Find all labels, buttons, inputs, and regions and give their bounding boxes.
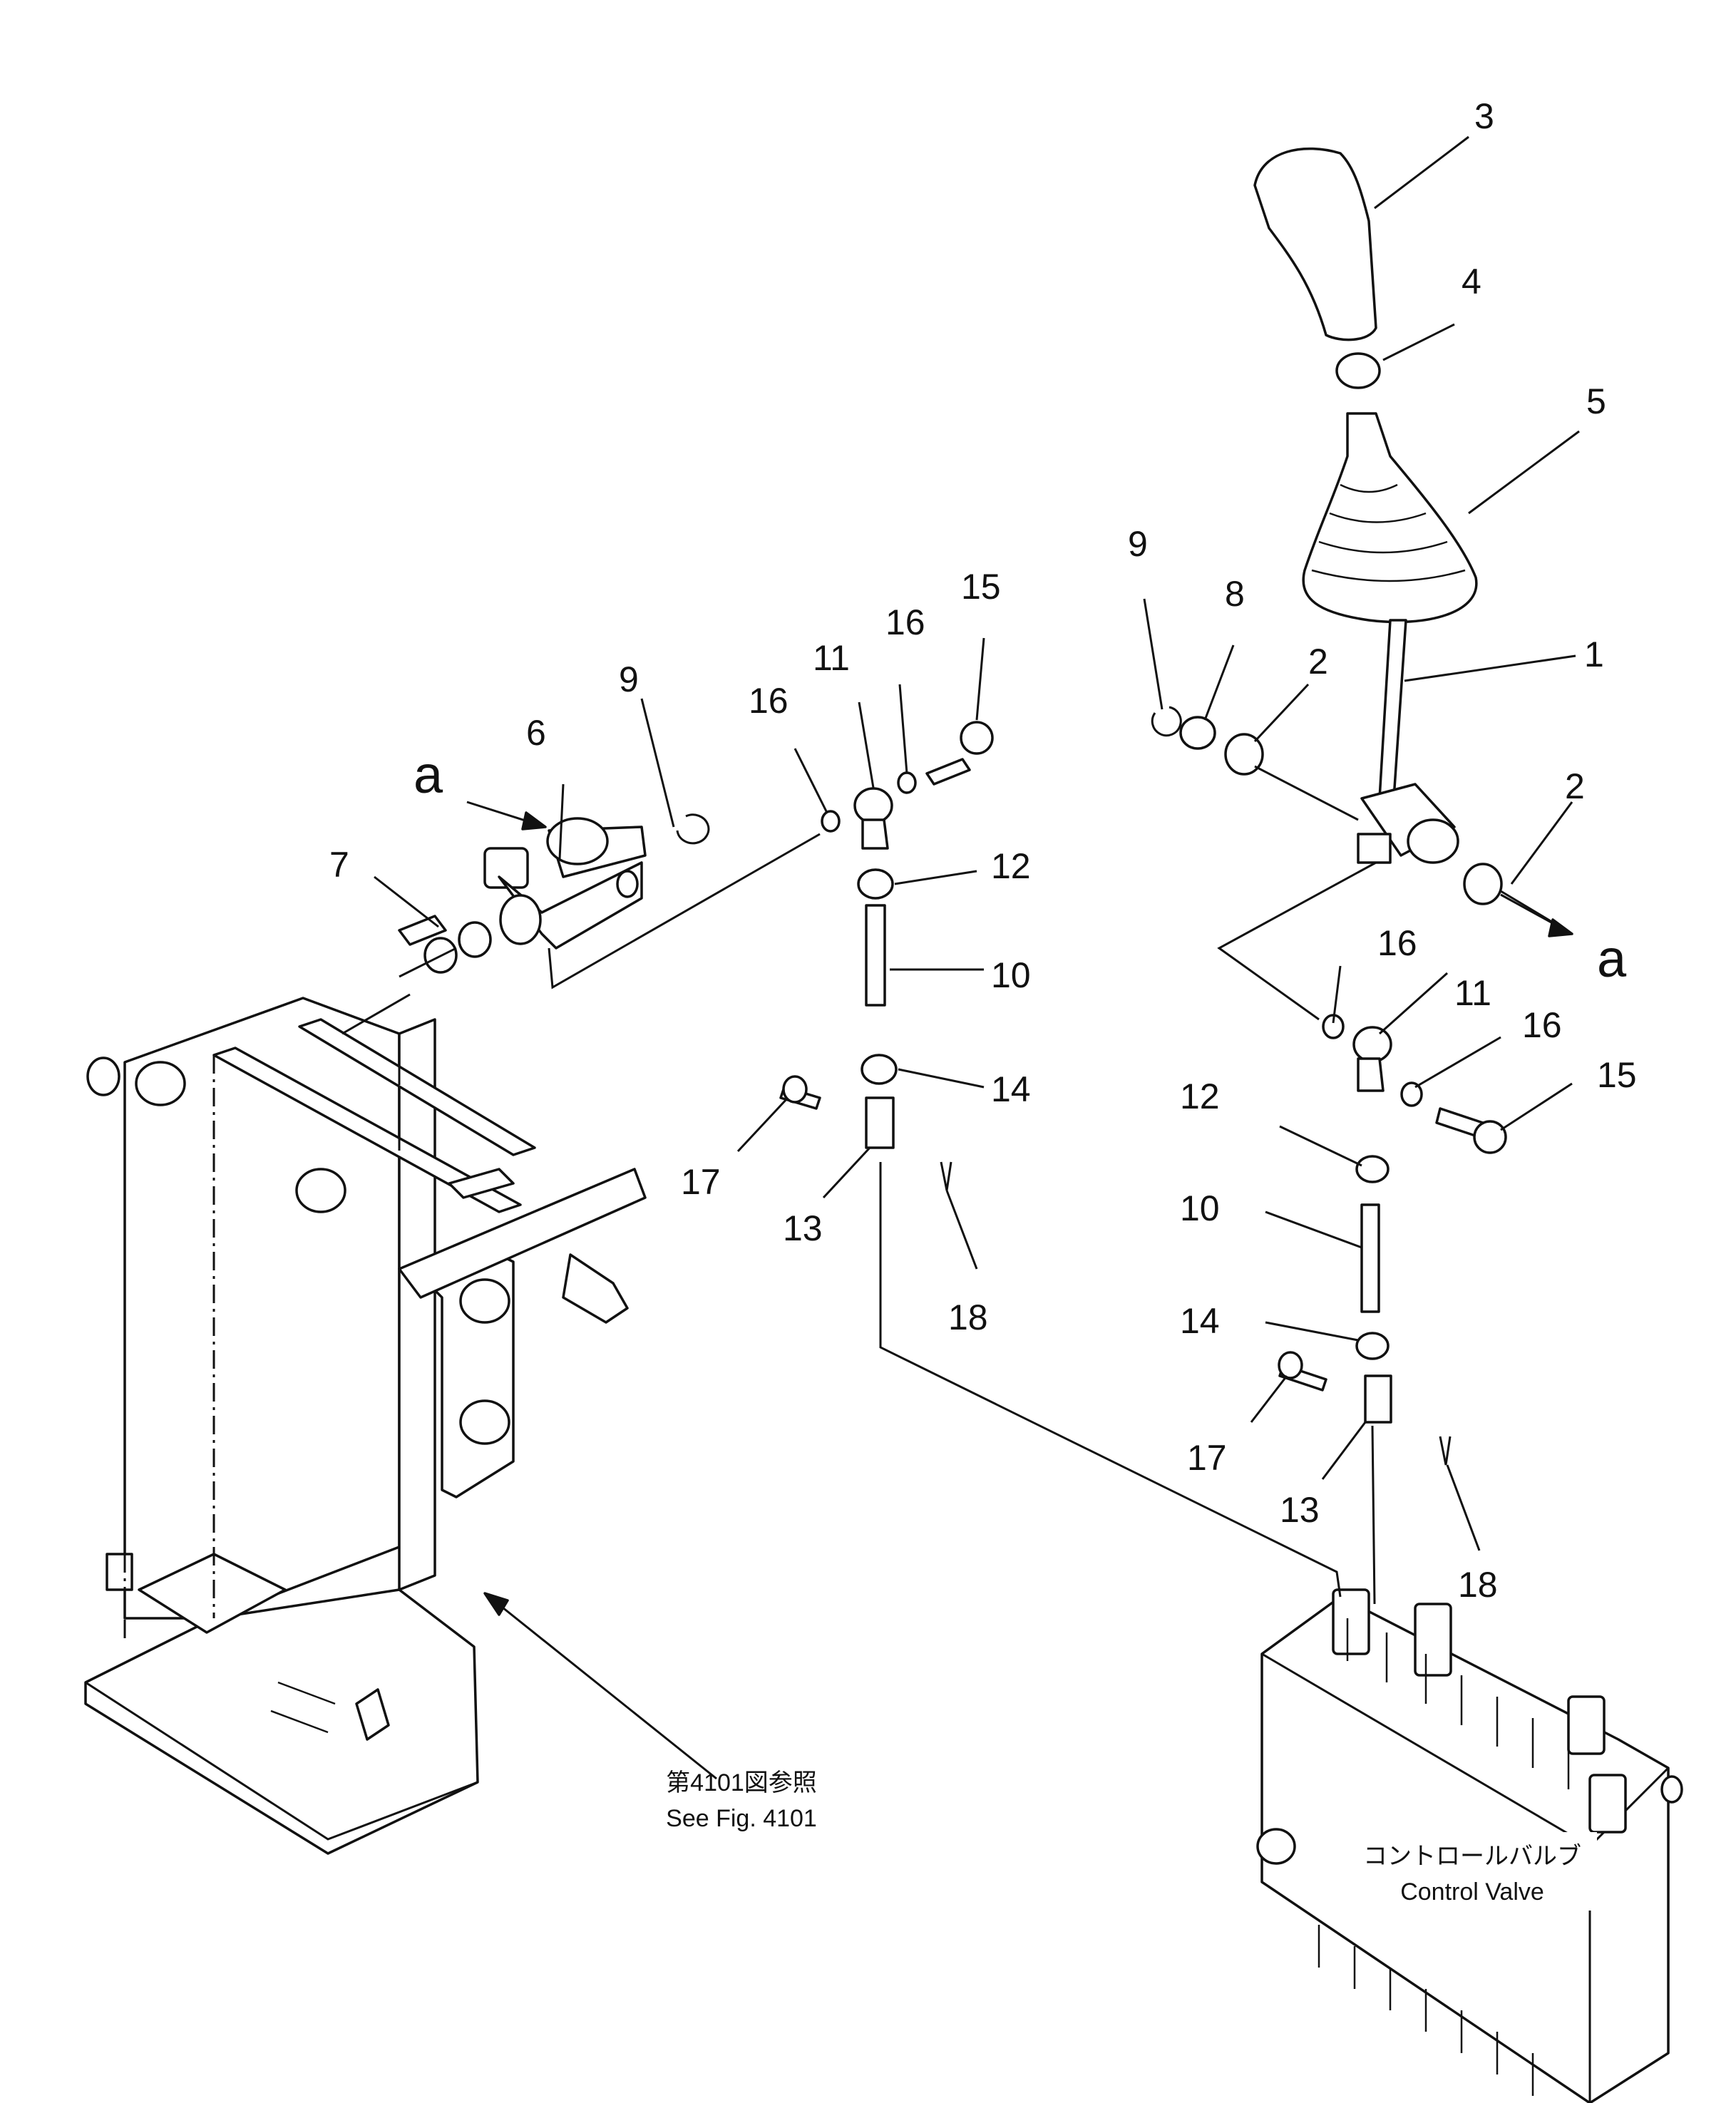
callout-13-right: 13 [1280,1490,1320,1530]
callout-12-right: 12 [1180,1076,1220,1116]
control-valve-en: Control Valve [1400,1878,1544,1906]
see-fig-jp: 第4101図参照 [666,1769,817,1796]
callout-11-right: 11 [1454,973,1491,1013]
callout-15-center: 15 [961,567,1001,607]
callout-16-d: 16 [1522,1005,1562,1045]
callout-7: 7 [329,845,349,885]
callout-11-center: 11 [813,638,850,678]
callout-2-right: 2 [1565,766,1585,806]
lever-assembly-right [1151,147,1503,905]
callout-4: 4 [1462,262,1481,302]
callout-numbers: 3 4 5 1 9 8 2 2 a 16 11 16 15 12 10 14 1… [329,96,1637,1605]
ref-letter-a-left: a [414,745,443,804]
rod-assembly-right [1278,1014,1507,1466]
callout-3: 3 [1474,96,1494,136]
callout-13-center: 13 [783,1208,823,1248]
callout-9-left: 9 [619,659,639,699]
callout-14-right: 14 [1180,1301,1220,1341]
callout-16-b: 16 [885,602,925,642]
callout-12-center: 12 [991,846,1031,886]
valve-label-backdrop [1355,1832,1597,1911]
callout-2-upper: 2 [1308,642,1328,682]
callout-17-right: 17 [1187,1438,1227,1478]
callout-16-a: 16 [749,681,789,721]
notes: 第4101図参照 See Fig. 4101 コントロールバルブ Control… [666,1769,1597,1911]
callout-18-center: 18 [948,1297,988,1337]
rod-assembly-center [779,721,994,1191]
callout-15-right: 15 [1597,1055,1637,1095]
lever-link-left [398,813,710,974]
callout-18-right: 18 [1458,1565,1498,1605]
callout-14-center: 14 [991,1069,1031,1109]
callout-10-center: 10 [991,955,1031,995]
see-fig-en: See Fig. 4101 [666,1805,817,1832]
callout-9-right: 9 [1128,524,1148,564]
frame-bracket [84,997,647,1855]
callout-6: 6 [526,713,546,753]
ref-letter-a-right: a [1597,929,1627,988]
callout-1: 1 [1584,634,1604,674]
callout-10-right: 10 [1180,1188,1220,1228]
callout-8: 8 [1225,574,1245,614]
callout-16-c: 16 [1377,923,1417,963]
assembly-lines [341,135,1580,1780]
callout-17-center: 17 [681,1162,721,1202]
control-valve-jp: コントロールバルブ [1363,1843,1581,1870]
callout-5: 5 [1586,381,1606,421]
